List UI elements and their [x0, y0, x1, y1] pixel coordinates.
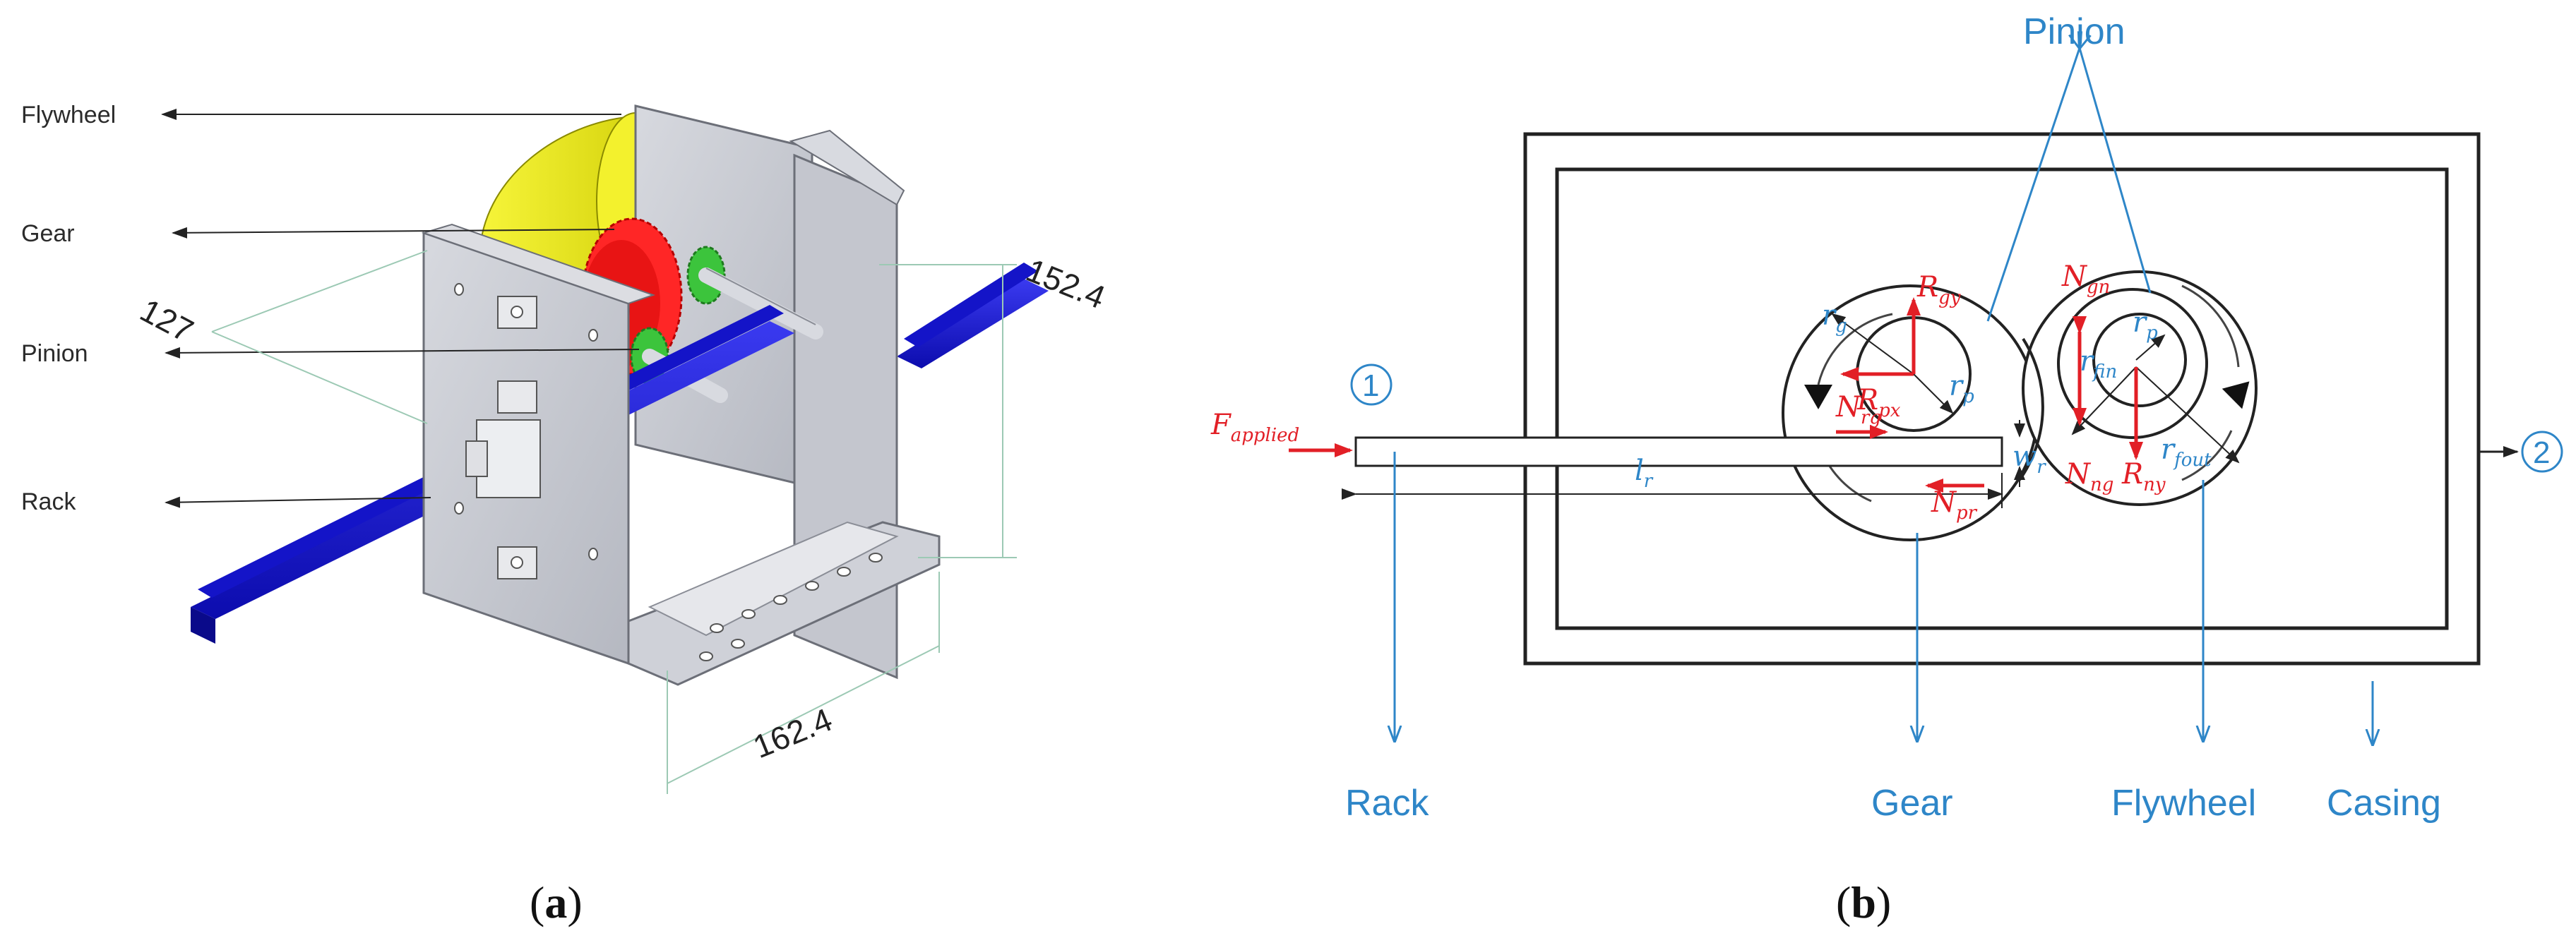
caption-a: (a) [530, 877, 583, 927]
gear-rotation-head [1804, 385, 1832, 409]
gear-outer-arc-overlap [2018, 337, 2044, 481]
leader-rack [165, 496, 431, 508]
sym-Rgy: Rgy [1916, 271, 1961, 308]
flywheel-rotation-arrow-b [2181, 430, 2233, 481]
panel-b: 1 2 Pinion Rack Gear Flywheel Casing Fap… [1210, 11, 2563, 927]
radius-rfout [2135, 366, 2240, 464]
sym-Npr: Npr [1931, 486, 1978, 524]
sym-F-applied: Fapplied [1210, 409, 1299, 446]
sym-Ngn: Ngn [2061, 260, 2110, 298]
label-flywheel: Flywheel [21, 102, 116, 128]
sym-rp-fly: rp [2133, 306, 2158, 344]
leader-gear [172, 227, 615, 239]
base-holes [699, 553, 883, 661]
panel-a: Flywheel Gear Pinion Rack 152.4 127 162.… [21, 102, 1110, 927]
sym-rfin: rfin [2080, 345, 2117, 383]
sym-rg: rg [1822, 299, 1847, 337]
right-plate-flange [789, 129, 905, 206]
sym-Nrg: Nrg [1835, 391, 1881, 428]
casing-outer [1523, 132, 2481, 666]
sym-Rny: Rny [2121, 458, 2166, 495]
rack-teeth-back [904, 263, 1038, 347]
gear-rotation-arrow [1817, 313, 1893, 385]
casing-inner [1555, 167, 2449, 630]
dim-width: 162.4 [748, 701, 837, 765]
port-2-label: 2 [2533, 435, 2550, 470]
force-arrows [1289, 297, 2143, 493]
label-flywheel-b: Flywheel [2111, 783, 2256, 824]
label-pinion-b: Pinion [2023, 11, 2125, 52]
label-gear: Gear [21, 220, 75, 247]
rack-bar [1354, 436, 2003, 467]
label-pinion: Pinion [21, 340, 88, 367]
dim-height: 152.4 [1021, 251, 1110, 315]
flywheel-rotation-head [2222, 381, 2250, 409]
dimension-lines [211, 250, 1017, 794]
label-rack: Rack [21, 488, 76, 515]
base-floor [648, 521, 899, 637]
shaft-upper [698, 267, 823, 339]
port-2-circle [2521, 431, 2563, 473]
sym-wr: wr [2012, 440, 2046, 478]
blue-leaders [1395, 48, 2519, 745]
flywheel-inner-circle [2057, 288, 2208, 439]
sym-Nng: Nng [2065, 458, 2113, 495]
label-rack-b: Rack [1345, 783, 1429, 824]
port-1-circle [1350, 363, 1393, 406]
port-1-label: 1 [1362, 368, 1379, 403]
radius-rp-gear [1913, 373, 1954, 414]
sym-rfout: rfout [2161, 433, 2212, 471]
front-plate-holes [454, 283, 598, 560]
sym-lr: lr [1635, 455, 1654, 492]
label-gear-b: Gear [1871, 783, 1953, 824]
flywheel-rotation-arrow [2181, 284, 2240, 368]
leader-pinion [165, 347, 640, 359]
label-casing-b: Casing [2327, 783, 2441, 824]
shaft-upper-edge [705, 267, 816, 325]
bearing-blocks [465, 296, 541, 579]
rack-bar-back [897, 279, 1049, 368]
front-plate-flange [421, 223, 656, 305]
dim-depth: 127 [134, 291, 199, 349]
flywheel-pinion-circle [2092, 313, 2187, 407]
sym-Rpx: Rpx [1856, 384, 1901, 421]
caption-b: (b) [1836, 877, 1891, 927]
radius-rp-fly [2135, 334, 2166, 361]
radius-rg [1831, 313, 1914, 375]
sym-rp-gear: rp [1949, 370, 1974, 407]
rack-end [191, 607, 215, 644]
